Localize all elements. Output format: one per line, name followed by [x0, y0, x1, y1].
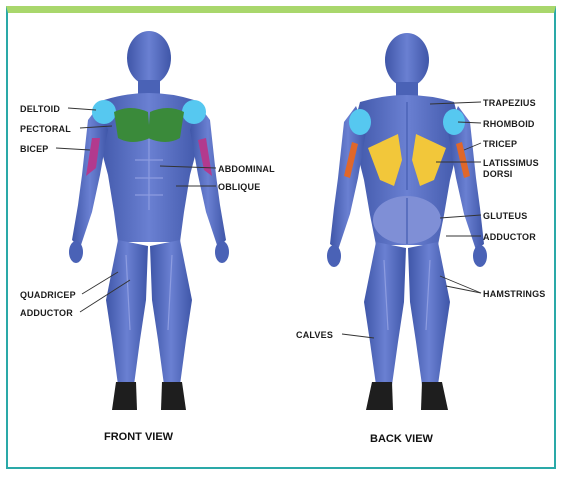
back-view-caption: BACK VIEW [370, 433, 434, 445]
front-head [127, 31, 171, 85]
back-shoe-left [421, 382, 448, 410]
label-tricep: TRICEP [483, 139, 517, 149]
front-leg-left [150, 240, 192, 385]
back-head [385, 33, 429, 87]
label-bicep: BICEP [20, 144, 49, 154]
front-shoe-left [161, 382, 186, 410]
label-abdominal: ABDOMINAL [218, 164, 275, 174]
label-pectoral: PECTORAL [20, 124, 71, 134]
label-trapezius: TRAPEZIUS [483, 98, 536, 108]
label-adductor-back: ADDUCTOR [483, 232, 536, 242]
front-figure [69, 31, 229, 410]
front-view-caption: FRONT VIEW [104, 431, 174, 443]
back-rhomboid-right [349, 109, 371, 135]
label-gluteus: GLUTEUS [483, 211, 527, 221]
front-hand-left [215, 241, 229, 263]
label-calves: CALVES [296, 330, 333, 340]
label-rhomboid: RHOMBOID [483, 119, 535, 129]
label-oblique: OBLIQUE [218, 182, 260, 192]
back-leg-left [408, 242, 450, 385]
back-hand-right [327, 245, 341, 267]
front-hand-right [69, 241, 83, 263]
back-hand-left [473, 245, 487, 267]
front-deltoid-right [92, 100, 116, 124]
back-shoe-right [366, 382, 393, 410]
front-arm-left [190, 104, 226, 248]
back-figure [327, 33, 487, 410]
front-arm-right [72, 104, 108, 248]
label-quadricep: QUADRICEP [20, 290, 76, 300]
label-latissimus: LATISSIMUS [483, 158, 539, 168]
label-deltoid: DELTOID [20, 104, 60, 114]
label-hamstrings: HAMSTRINGS [483, 289, 546, 299]
front-deltoid-left [182, 100, 206, 124]
label-adductor-front: ADDUCTOR [20, 308, 73, 318]
back-leg-right [364, 242, 406, 385]
front-shoe-right [112, 382, 137, 410]
label-dorsi: DORSI [483, 169, 513, 179]
front-leg-right [106, 240, 148, 385]
